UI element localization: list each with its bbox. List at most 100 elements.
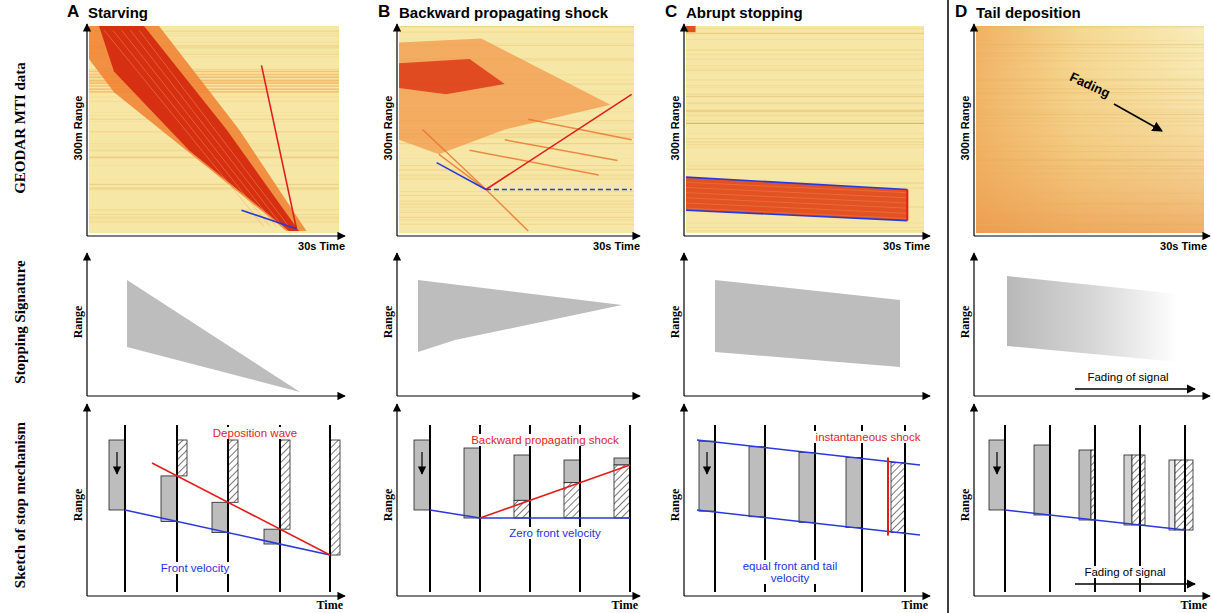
noise-streak — [399, 26, 634, 27]
surge-streak — [686, 208, 907, 218]
noise-streak — [976, 112, 1204, 113]
y-axis — [396, 404, 397, 596]
noise-streak — [976, 159, 1204, 161]
axis-label: 30s Time — [298, 240, 345, 252]
annotation: instantaneous shock — [814, 431, 923, 443]
flow-arrow — [706, 452, 707, 474]
surge-streak — [505, 140, 618, 161]
deposit-column — [1132, 455, 1140, 525]
noise-streak — [686, 165, 924, 167]
x-axis — [87, 595, 345, 596]
front-velocity-line — [1005, 510, 1185, 530]
flow-column — [799, 452, 815, 522]
faded-signal-overlay — [976, 26, 1204, 233]
stopping-signature — [1007, 276, 1178, 362]
stopping-signature — [127, 280, 300, 392]
flow-column — [109, 440, 125, 510]
axis-label: Range — [958, 306, 973, 339]
annotation: Deposition wave — [211, 427, 299, 439]
noise-streak — [686, 123, 924, 124]
noise-streak — [686, 162, 924, 163]
avalanche-signal — [686, 177, 907, 220]
image-ground — [89, 26, 339, 233]
axis-label: 30s Time — [1160, 240, 1207, 252]
noise-streak — [686, 33, 924, 34]
faded-signal — [976, 26, 1204, 233]
flow-column — [414, 440, 430, 510]
noise-streak — [976, 104, 1204, 105]
panel-title: Tail deposition — [976, 4, 1081, 21]
noise-streak — [686, 230, 924, 231]
noise-streak — [976, 203, 1204, 204]
deposit-column — [280, 440, 290, 529]
noise-streak — [399, 217, 634, 218]
noise-streak — [399, 32, 634, 34]
y-axis — [86, 253, 87, 396]
panel-title: Starving — [88, 4, 148, 21]
deposit-column — [1185, 460, 1193, 530]
surge-streak — [122, 30, 277, 227]
noise-streak — [976, 168, 1204, 169]
time-line — [1004, 425, 1006, 592]
axis-label: Time — [1181, 597, 1207, 612]
y-axis — [396, 24, 397, 236]
noise-streak — [976, 121, 1204, 122]
deposit-column — [228, 440, 238, 502]
axis-label: 30s Time — [593, 240, 640, 252]
surge-streak — [423, 130, 486, 190]
shock-line — [480, 465, 630, 518]
avalanche-core — [399, 59, 505, 94]
panel-divider — [947, 0, 949, 613]
flow-column — [1079, 450, 1091, 520]
noise-streak — [976, 114, 1204, 115]
radar-image — [89, 26, 339, 233]
noise-streak — [976, 69, 1204, 70]
noise-streak — [686, 87, 924, 88]
noise-streak — [976, 26, 1204, 27]
flow-column — [699, 441, 715, 511]
deposit-column — [330, 440, 340, 555]
axis-label: Range — [381, 306, 396, 339]
noise-streak — [89, 218, 339, 220]
axis-label: Time — [317, 597, 343, 612]
noise-streak — [89, 222, 339, 224]
clutter-stripe — [686, 123, 924, 124]
noise-streak — [686, 102, 924, 103]
noise-streak — [686, 164, 924, 165]
panel-letter: A — [67, 2, 79, 22]
panel-letter: D — [955, 2, 967, 22]
surge-streak — [686, 187, 907, 197]
noise-streak — [976, 146, 1204, 147]
axis-label: Range — [958, 489, 973, 522]
deposit-column — [1175, 460, 1185, 530]
flow-column — [514, 455, 530, 500]
noise-streak — [976, 114, 1204, 115]
noise-streak — [89, 216, 339, 217]
noise-streak — [89, 214, 339, 215]
y-axis — [86, 24, 87, 236]
panel-letter: C — [665, 2, 677, 22]
noise-streak — [976, 214, 1204, 215]
panel-1 — [397, 24, 640, 596]
noise-streak — [686, 110, 924, 111]
x-axis — [397, 235, 640, 236]
noise-streak — [89, 210, 339, 211]
x-axis — [974, 235, 1210, 236]
noise-streak — [976, 118, 1204, 119]
surge-streak — [104, 30, 264, 227]
stopping-signature — [418, 280, 622, 352]
surge-streak — [686, 198, 907, 208]
deposition-wave-line — [262, 65, 297, 229]
noise-streak — [976, 224, 1204, 225]
noise-streak — [399, 175, 634, 176]
shock-line — [887, 457, 889, 535]
noise-streak — [686, 85, 924, 86]
deposit-column — [891, 463, 905, 533]
flow-arrow — [421, 452, 422, 474]
avalanche-core — [99, 26, 299, 231]
time-line — [1049, 425, 1051, 592]
noise-streak — [399, 179, 634, 180]
time-line — [714, 425, 716, 592]
time-line — [279, 425, 281, 592]
panel-title: Abrupt stopping — [686, 4, 803, 21]
